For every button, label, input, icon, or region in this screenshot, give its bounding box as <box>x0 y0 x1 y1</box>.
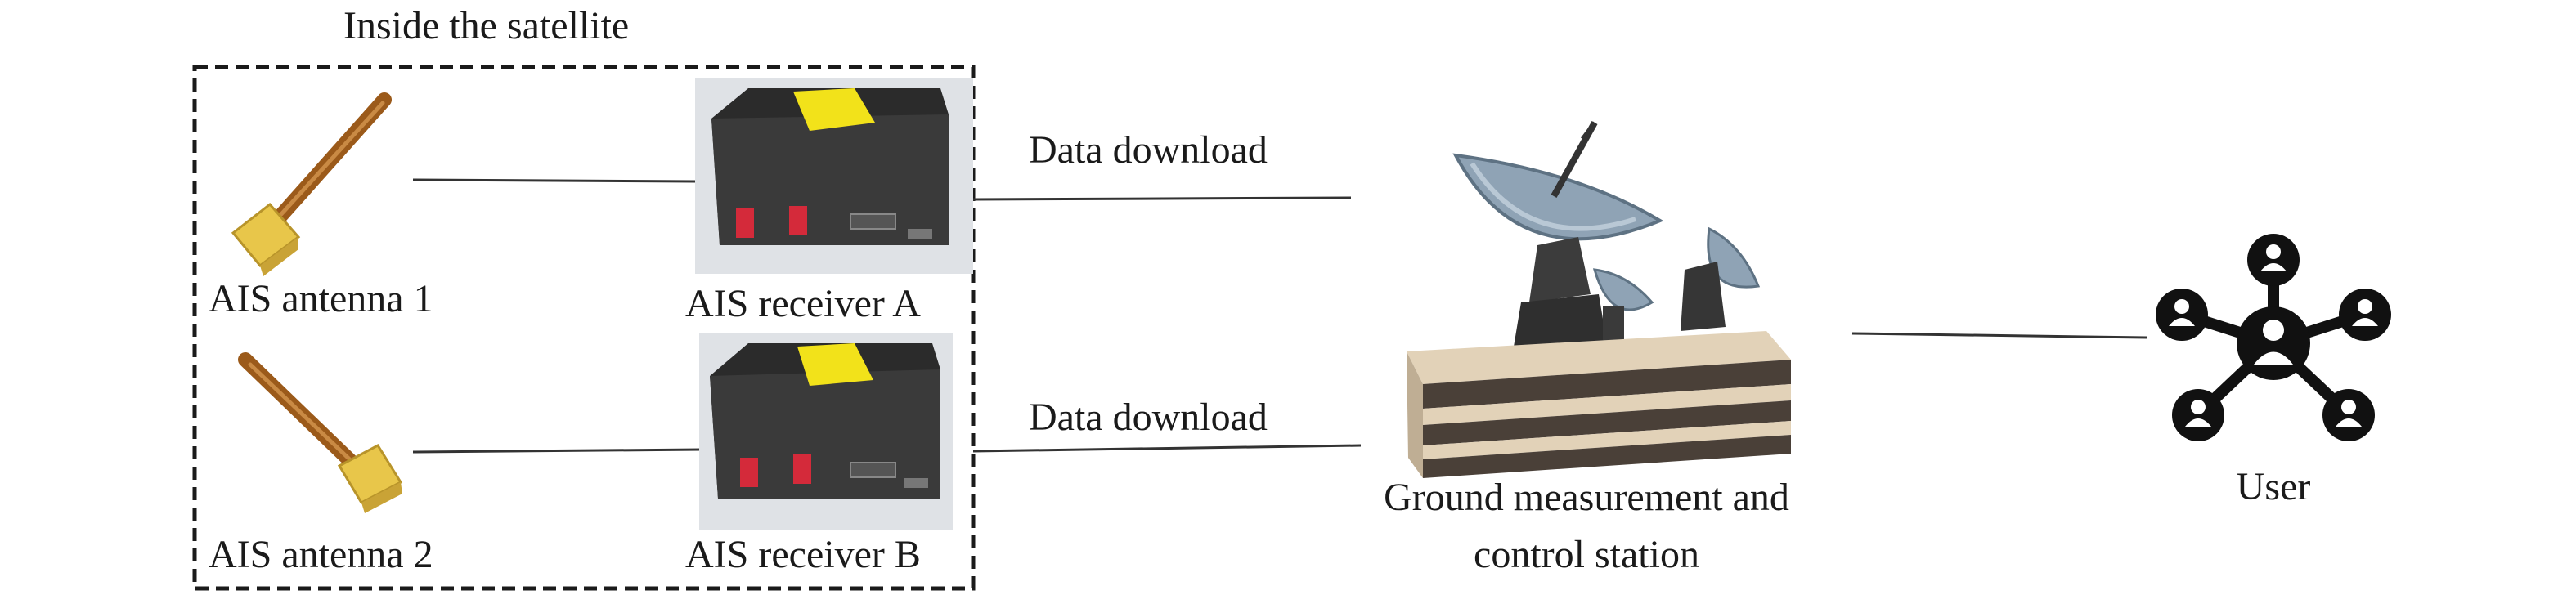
link-receiverB-station <box>972 444 1362 453</box>
antenna-2-label: AIS antenna 2 <box>209 533 433 576</box>
receiver-a-label: AIS receiver A <box>685 282 921 325</box>
antenna-icon <box>231 92 392 276</box>
user-network-icon <box>2156 234 2391 441</box>
data-download-label-1: Data download <box>1029 128 1268 172</box>
data-download-label-2: Data download <box>1029 396 1268 439</box>
satellite-boundary <box>192 65 976 591</box>
user-label: User <box>2236 465 2311 508</box>
link-station-user <box>1851 332 2147 339</box>
receiver-box-icon <box>695 78 973 274</box>
link-receiverA-station <box>972 196 1352 201</box>
satellite-title: Inside the satellite <box>343 4 630 47</box>
satellite-dish-station-icon <box>1407 121 1791 478</box>
link-antenna2-receiverB <box>412 448 702 454</box>
receiver-b-label: AIS receiver B <box>685 533 921 576</box>
station-label-line1: Ground measurement and <box>1384 476 1789 519</box>
receiver-box-icon <box>699 333 953 530</box>
antenna-1-label: AIS antenna 1 <box>209 277 433 320</box>
antenna-icon <box>238 352 403 513</box>
station-label-line2: control station <box>1474 533 1699 576</box>
link-antenna1-receiverA <box>412 178 696 183</box>
